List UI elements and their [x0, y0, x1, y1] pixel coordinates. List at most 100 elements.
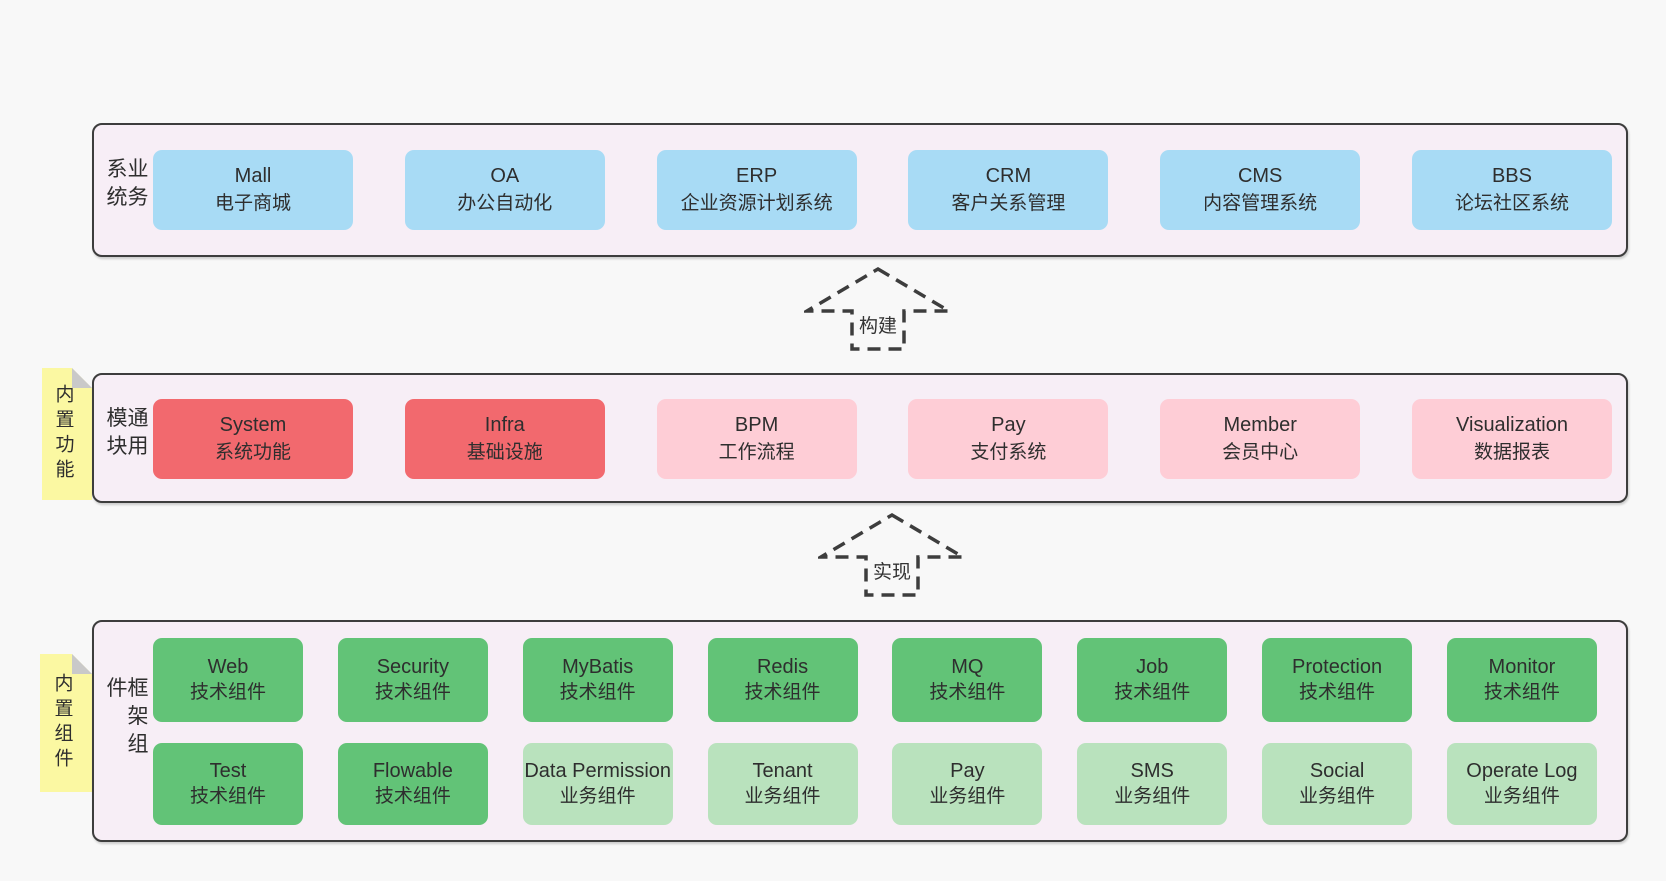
box-name: Social	[1309, 760, 1365, 782]
sticky-note-label: 内置组件	[51, 673, 73, 773]
box-name: Infra	[484, 414, 525, 436]
box-desc: 业务组件	[1483, 786, 1560, 807]
box-desc: 基础设施	[466, 442, 543, 463]
box-desc: 技术组件	[1114, 682, 1191, 703]
box-name: Redis	[756, 656, 809, 678]
arrow-build: 构建	[804, 266, 952, 352]
box-name: ERP	[736, 165, 778, 187]
box-bbs: BBS 论坛社区系统	[1411, 150, 1612, 230]
section-label-common-modules: 通用模块	[104, 406, 148, 463]
box-name: Flowable	[372, 760, 453, 782]
box-name: Pay	[950, 760, 985, 782]
box-desc: 技术组件	[929, 682, 1006, 703]
box-member: Member 会员中心	[1160, 399, 1361, 479]
box-pay: Pay 支付系统	[908, 399, 1109, 479]
section-business-systems: 业务系统 Mall 电子商城 OA 办公自动化 ERP 企业资源计划系统 CRM…	[92, 123, 1628, 257]
box-desc: 业务组件	[1299, 786, 1376, 807]
box-desc: 技术组件	[1299, 682, 1376, 703]
box-job: Job 技术组件	[1077, 638, 1228, 722]
box-monitor: Monitor 技术组件	[1446, 638, 1597, 722]
box-operate-log: Operate Log 业务组件	[1446, 743, 1597, 825]
box-name: BBS	[1491, 165, 1532, 187]
box-desc: 企业资源计划系统	[680, 193, 833, 214]
box-desc: 技术组件	[374, 682, 451, 703]
up-arrow-icon	[818, 512, 966, 597]
up-arrow-icon	[804, 266, 952, 351]
box-bpm: BPM 工作流程	[656, 399, 857, 479]
box-data-permission: Data Permission 业务组件	[522, 743, 673, 825]
arrow-implement-label: 实现	[869, 557, 915, 584]
sticky-fold-icon	[72, 654, 92, 674]
box-name: BPM	[734, 414, 779, 436]
box-protection: Protection 技术组件	[1262, 638, 1413, 722]
box-security: Security 技术组件	[337, 638, 488, 722]
box-desc: 工作流程	[718, 442, 795, 463]
sticky-note-builtin-components: 内置组件	[40, 654, 92, 792]
box-name: Mall	[234, 165, 272, 187]
section-common-modules: 通用模块 System 系统功能 Infra 基础设施 BPM 工作流程 Pay…	[92, 373, 1628, 503]
box-desc: 技术组件	[744, 682, 821, 703]
box-mq: MQ 技术组件	[892, 638, 1043, 722]
box-name: MQ	[951, 656, 984, 678]
box-name: Visualization	[1456, 414, 1568, 436]
box-cms: CMS 内容管理系统	[1160, 150, 1361, 230]
box-desc: 系统功能	[214, 442, 291, 463]
box-social: Social 业务组件	[1262, 743, 1413, 825]
sticky-note-builtin-features: 内置功能	[42, 368, 92, 500]
framework-boxes-row-1: Web 技术组件 Security 技术组件 MyBatis 技术组件 Redi…	[153, 638, 1597, 722]
box-desc: 数据报表	[1473, 442, 1550, 463]
box-desc: 业务组件	[744, 786, 821, 807]
box-mall: Mall 电子商城	[153, 150, 353, 230]
box-desc: 论坛社区系统	[1454, 193, 1569, 214]
box-sms: SMS 业务组件	[1077, 743, 1228, 825]
box-test: Test 技术组件	[153, 743, 303, 825]
box-name: MyBatis	[562, 656, 634, 678]
box-desc: 办公自动化	[457, 193, 553, 214]
box-name: Test	[209, 760, 247, 782]
box-desc: 客户关系管理	[951, 193, 1066, 214]
box-oa: OA 办公自动化	[404, 150, 605, 230]
box-crm: CRM 客户关系管理	[908, 150, 1109, 230]
box-visualization: Visualization 数据报表	[1411, 399, 1612, 479]
box-name: Operate Log	[1466, 760, 1578, 782]
box-infra: Infra 基础设施	[404, 399, 605, 479]
box-name: SMS	[1130, 760, 1174, 782]
box-desc: 电子商城	[214, 193, 291, 214]
box-erp: ERP 企业资源计划系统	[656, 150, 857, 230]
arrow-build-label: 构建	[855, 311, 901, 338]
box-name: Protection	[1292, 656, 1383, 678]
box-name: System	[219, 414, 287, 436]
box-desc: 技术组件	[189, 786, 266, 807]
modules-boxes-row: System 系统功能 Infra 基础设施 BPM 工作流程 Pay 支付系统…	[153, 399, 1612, 479]
box-name: OA	[490, 165, 520, 187]
box-name: Job	[1136, 656, 1169, 678]
box-desc: 内容管理系统	[1203, 193, 1318, 214]
box-name: Security	[376, 656, 449, 678]
box-tenant: Tenant 业务组件	[707, 743, 858, 825]
box-desc: 技术组件	[189, 682, 266, 703]
box-web: Web 技术组件	[153, 638, 303, 722]
box-name: Tenant	[752, 760, 813, 782]
box-name: Pay	[991, 414, 1026, 436]
box-desc: 业务组件	[559, 786, 636, 807]
box-flowable: Flowable 技术组件	[337, 743, 488, 825]
box-name: Member	[1223, 414, 1297, 436]
box-name: CRM	[985, 165, 1032, 187]
box-pay-business: Pay 业务组件	[892, 743, 1043, 825]
section-label-framework-components: 框架组件	[104, 676, 148, 761]
framework-boxes-row-2: Test 技术组件 Flowable 技术组件 Data Permission …	[153, 743, 1597, 825]
box-desc: 业务组件	[1114, 786, 1191, 807]
box-desc: 技术组件	[374, 786, 451, 807]
section-label-business-systems: 业务系统	[104, 157, 148, 214]
box-desc: 技术组件	[559, 682, 636, 703]
box-name: Data Permission	[524, 760, 672, 782]
sticky-note-label: 内置功能	[52, 384, 74, 484]
box-desc: 业务组件	[929, 786, 1006, 807]
box-redis: Redis 技术组件	[707, 638, 858, 722]
arrow-implement: 实现	[818, 512, 966, 598]
section-framework-components: 框架组件 Web 技术组件 Security 技术组件 MyBatis 技术组件…	[92, 620, 1628, 842]
box-name: Web	[207, 656, 249, 678]
business-boxes-row: Mall 电子商城 OA 办公自动化 ERP 企业资源计划系统 CRM 客户关系…	[153, 150, 1612, 230]
box-desc: 支付系统	[970, 442, 1047, 463]
